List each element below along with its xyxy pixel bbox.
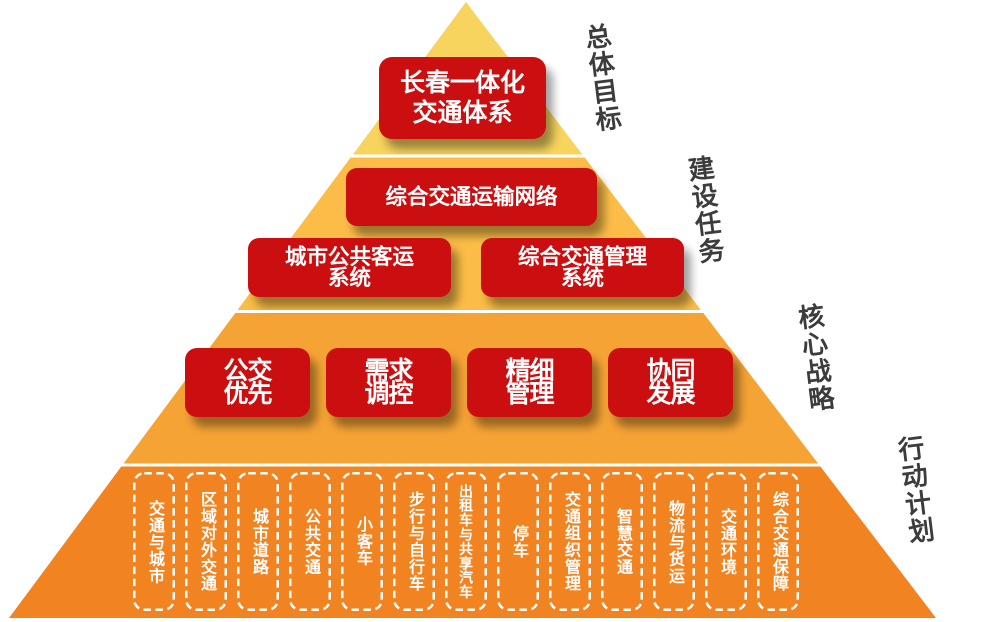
network-box[interactable]: 综合交通运输网络: [346, 168, 597, 226]
action-item-public-transport[interactable]: 公共交通: [289, 472, 331, 611]
action-item-label: 公共交通: [302, 507, 319, 576]
strategy-box-bus-priority[interactable]: 公交 优先: [185, 348, 310, 417]
action-item-taxi-shared-cars[interactable]: 出租车与共享汽车: [445, 472, 487, 611]
action-item-city[interactable]: 交通与城市: [133, 472, 175, 611]
strategy-box-line1: 需求: [364, 356, 413, 385]
action-item-parking[interactable]: 停车: [497, 472, 539, 611]
task-box-line1: 综合交通管理: [517, 244, 647, 269]
action-item-traffic-organization[interactable]: 交通组织管理: [549, 472, 591, 611]
strategy-box-coordinated-development[interactable]: 协同 发展: [608, 348, 733, 417]
strategy-box-line1: 精细: [505, 356, 554, 385]
task-box-line1: 城市公共客运: [284, 244, 414, 269]
strategy-box-demand-control[interactable]: 需求 调控: [326, 348, 451, 417]
action-item-traffic-environment[interactable]: 交通环境: [705, 472, 747, 611]
action-item-label: 综合交通保障: [770, 491, 787, 592]
side-label-action-plan: 行动计划: [893, 433, 937, 547]
strategy-box-line2: 发展: [646, 379, 695, 408]
task-box-public-transit[interactable]: 城市公共客运 系统: [248, 238, 451, 297]
action-item-label: 智慧交通: [614, 507, 631, 576]
action-item-label: 小客车: [354, 516, 371, 567]
strategy-box-line2: 优先: [223, 379, 272, 408]
action-item-label: 停车: [510, 524, 527, 559]
action-item-label: 交通组织管理: [562, 491, 579, 592]
side-label-core-strategies: 核心战略: [793, 301, 837, 415]
strategy-box-line2: 调控: [364, 379, 413, 408]
action-item-label: 城市道路: [250, 507, 267, 576]
action-item-logistics-freight[interactable]: 物流与货运: [653, 472, 695, 611]
network-box-label: 综合交通运输网络: [385, 185, 558, 209]
action-item-label: 出租车与共享汽车: [458, 483, 474, 600]
side-label-overall-goal: 总体目标: [580, 21, 624, 135]
goal-box[interactable]: 长春一体化 交通体系: [379, 57, 546, 139]
action-item-small-cars[interactable]: 小客车: [341, 472, 383, 611]
task-box-traffic-management[interactable]: 综合交通管理 系统: [481, 238, 684, 297]
action-item-label: 物流与货运: [666, 499, 683, 584]
action-item-walking-cycling[interactable]: 步行与自行车: [393, 472, 435, 611]
task-box-line2: 系统: [560, 265, 604, 290]
action-item-label: 交通与城市: [146, 499, 163, 584]
action-item-urban-roads[interactable]: 城市道路: [237, 472, 279, 611]
goal-box-line2: 交通体系: [412, 99, 513, 127]
side-label-construction-tasks: 建设任务: [683, 153, 727, 267]
task-box-line2: 系统: [327, 265, 371, 290]
pyramid-layer-action: [9, 466, 936, 618]
action-item-label: 区域对外交通: [198, 491, 215, 592]
goal-box-line1: 长春一体化: [399, 69, 525, 97]
action-item-smart-transport[interactable]: 智慧交通: [601, 472, 643, 611]
action-item-comprehensive-support[interactable]: 综合交通保障: [757, 472, 799, 611]
strategy-box-line1: 公交: [223, 356, 272, 385]
action-item-regional-external[interactable]: 区域对外交通: [185, 472, 227, 611]
strategy-box-line2: 管理: [505, 379, 554, 408]
strategy-box-fine-management[interactable]: 精细 管理: [467, 348, 592, 417]
action-item-label: 步行与自行车: [406, 491, 423, 592]
action-item-label: 交通环境: [718, 507, 735, 576]
strategy-box-line1: 协同: [646, 356, 695, 385]
